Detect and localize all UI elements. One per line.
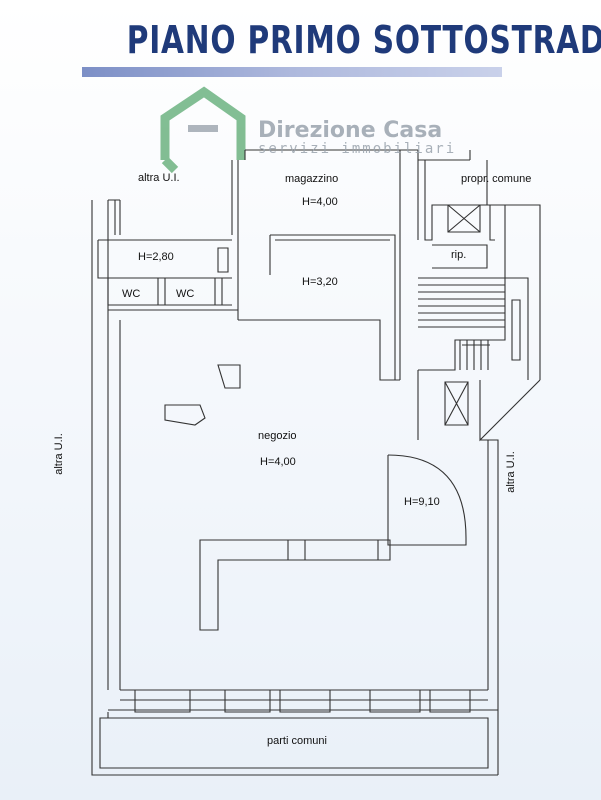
title-underline bbox=[82, 67, 502, 77]
room-label-propr-comune: propr. comune bbox=[461, 173, 532, 185]
room-label-magazzino: magazzino bbox=[285, 173, 339, 185]
logo-dots-icon bbox=[188, 125, 218, 132]
room-height-910: H=9,10 bbox=[404, 496, 440, 508]
room-label-parti-comuni: parti comuni bbox=[267, 735, 327, 747]
room-label-rip: rip. bbox=[451, 249, 467, 261]
logo-name: Direzione Casa bbox=[258, 118, 443, 143]
house-logo-icon bbox=[160, 86, 246, 174]
room-height-negozio: H=4,00 bbox=[260, 456, 296, 468]
room-label-wc-1: WC bbox=[122, 288, 141, 300]
room-height-magazzino: H=4,00 bbox=[302, 196, 338, 208]
room-label-negozio: negozio bbox=[258, 430, 297, 442]
room-height-320: H=3,20 bbox=[302, 276, 338, 288]
room-label-altra-ui-top: altra U.I. bbox=[138, 172, 180, 184]
room-label-wc-2: WC bbox=[176, 288, 195, 300]
logo-text: Direzione Casa servizi immobiliari bbox=[258, 118, 456, 157]
logo-subtitle: servizi immobiliari bbox=[258, 141, 457, 157]
room-height-280: H=2,80 bbox=[138, 251, 174, 263]
room-label-altra-ui-left: altra U.I. bbox=[52, 433, 65, 475]
room-label-altra-ui-right: altra U.I. bbox=[504, 451, 517, 493]
